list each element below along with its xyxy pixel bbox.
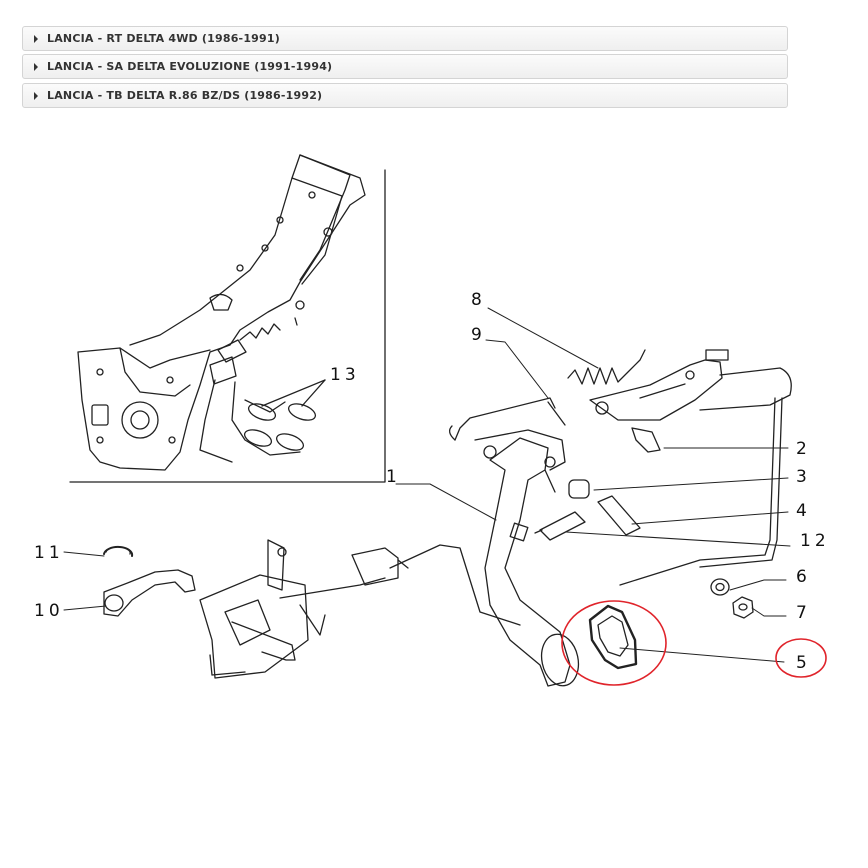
caret-right-icon <box>34 35 38 43</box>
accordion-item-label: LANCIA - TB DELTA R.86 BZ/DS (1986-1992) <box>47 89 323 102</box>
accordion-item-label: LANCIA - RT DELTA 4WD (1986-1991) <box>47 32 280 45</box>
pins-and-bushings-drawing <box>534 427 661 541</box>
return-springs-drawing <box>448 349 646 441</box>
highlight-circles <box>561 600 827 686</box>
callout-11: 11 <box>34 543 64 563</box>
callout-7: 7 <box>796 603 807 623</box>
accordion-item-rt-delta-4wd[interactable]: LANCIA - RT DELTA 4WD (1986-1991) <box>22 26 788 51</box>
nut-drawing <box>732 596 754 619</box>
callout-9: 9 <box>471 325 482 345</box>
callout-12: 12 <box>800 531 830 551</box>
callout-4: 4 <box>796 501 807 521</box>
accordion-item-label: LANCIA - SA DELTA EVOLUZIONE (1991-1994) <box>47 60 333 73</box>
accordion-item-sa-delta-evoluzione[interactable]: LANCIA - SA DELTA EVOLUZIONE (1991-1994) <box>22 54 788 79</box>
callout-numbers: 1 2 3 4 5 6 7 8 9 10 11 12 13 <box>34 290 830 673</box>
callout-2: 2 <box>796 439 807 459</box>
clutch-pedal-drawing <box>474 429 580 687</box>
callout-8: 8 <box>471 290 482 310</box>
callout-13: 13 <box>330 365 360 385</box>
accordion-item-tb-delta-r86[interactable]: LANCIA - TB DELTA R.86 BZ/DS (1986-1992) <box>22 83 788 108</box>
callout-5: 5 <box>796 653 807 673</box>
release-fork-drawing <box>103 569 196 617</box>
callout-leaders <box>63 307 791 663</box>
caret-right-icon <box>34 63 38 71</box>
callout-10: 10 <box>34 601 64 621</box>
inset-pedal-box-drawing <box>69 154 386 483</box>
washer-drawing <box>710 578 730 596</box>
pedal-pad-drawing <box>588 604 638 670</box>
callout-3: 3 <box>796 467 807 487</box>
caret-right-icon <box>34 92 38 100</box>
callout-6: 6 <box>796 567 807 587</box>
callout-1: 1 <box>386 467 397 487</box>
circlip-drawing <box>103 545 134 557</box>
master-cylinder-drawing <box>589 349 792 586</box>
slave-cylinder-drawing <box>199 539 521 679</box>
